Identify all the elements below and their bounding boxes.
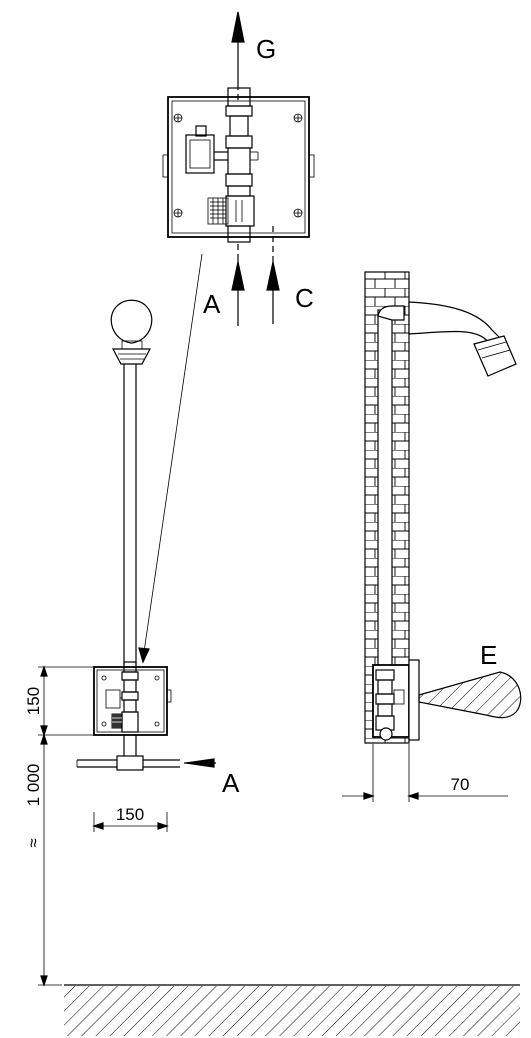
dim-box-width-text: 150 <box>116 805 144 824</box>
outlet-arrowhead <box>231 11 245 43</box>
dimension-mount-height: 1 000 ≈ <box>24 733 62 987</box>
dim-wall-depth-text: 70 <box>451 775 470 794</box>
control-box-front <box>93 666 168 736</box>
electronics-module <box>207 197 229 225</box>
detail-housing <box>167 96 310 238</box>
shower-head-front <box>110 299 153 344</box>
dimension-box-width: 150 <box>92 805 169 832</box>
side-view <box>364 271 522 744</box>
label-a-inlet: A <box>203 289 221 319</box>
label-e: E <box>480 640 497 670</box>
cover-plate <box>408 659 420 741</box>
front-view <box>76 299 216 771</box>
control-box-side <box>372 664 410 738</box>
label-a-supply: A <box>222 768 240 798</box>
dim-approx-symbol: ≈ <box>24 838 43 847</box>
sensor-detection-zone <box>418 671 522 719</box>
label-c: C <box>295 283 314 313</box>
shower-head-side <box>473 335 517 377</box>
strainer-valve <box>225 195 255 227</box>
solenoid-valve <box>185 134 215 174</box>
dim-mount-height-text: 1 000 <box>24 764 43 807</box>
dim-box-height-text: 150 <box>24 687 43 715</box>
label-g: G <box>256 34 276 64</box>
detail-control-box <box>162 11 315 326</box>
detail-leader-line <box>143 253 203 653</box>
floor-hatching <box>64 984 520 1036</box>
dimension-wall-depth: 70 <box>342 744 508 802</box>
dimension-box-height: 150 <box>24 665 96 737</box>
riser-in-wall <box>377 309 393 726</box>
